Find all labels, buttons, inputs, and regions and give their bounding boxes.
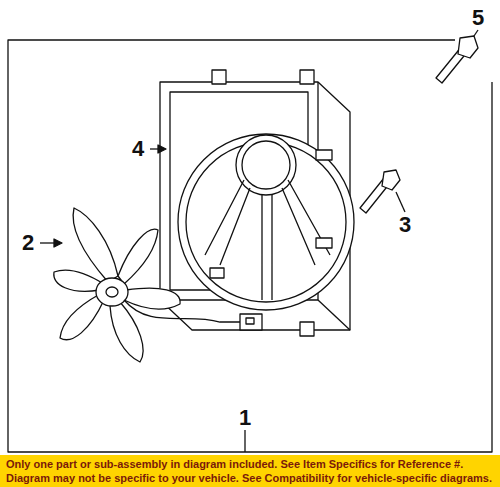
callout-number: 2 [20, 232, 36, 254]
leader-line [40, 30, 478, 452]
cooling-fan [54, 208, 262, 362]
callout-number: 4 [130, 138, 146, 160]
notice-band: Only one part or sub-assembly in diagram… [0, 455, 500, 487]
diagram-frame [8, 40, 492, 452]
callout-number: 3 [397, 214, 413, 236]
bolt [360, 170, 400, 213]
callout-number: 5 [470, 7, 486, 29]
bolt [436, 36, 478, 83]
fan-shroud [160, 70, 354, 336]
callout-number: 1 [237, 407, 253, 429]
disclaimer-note: Only one part or sub-assembly in diagram… [0, 455, 500, 485]
